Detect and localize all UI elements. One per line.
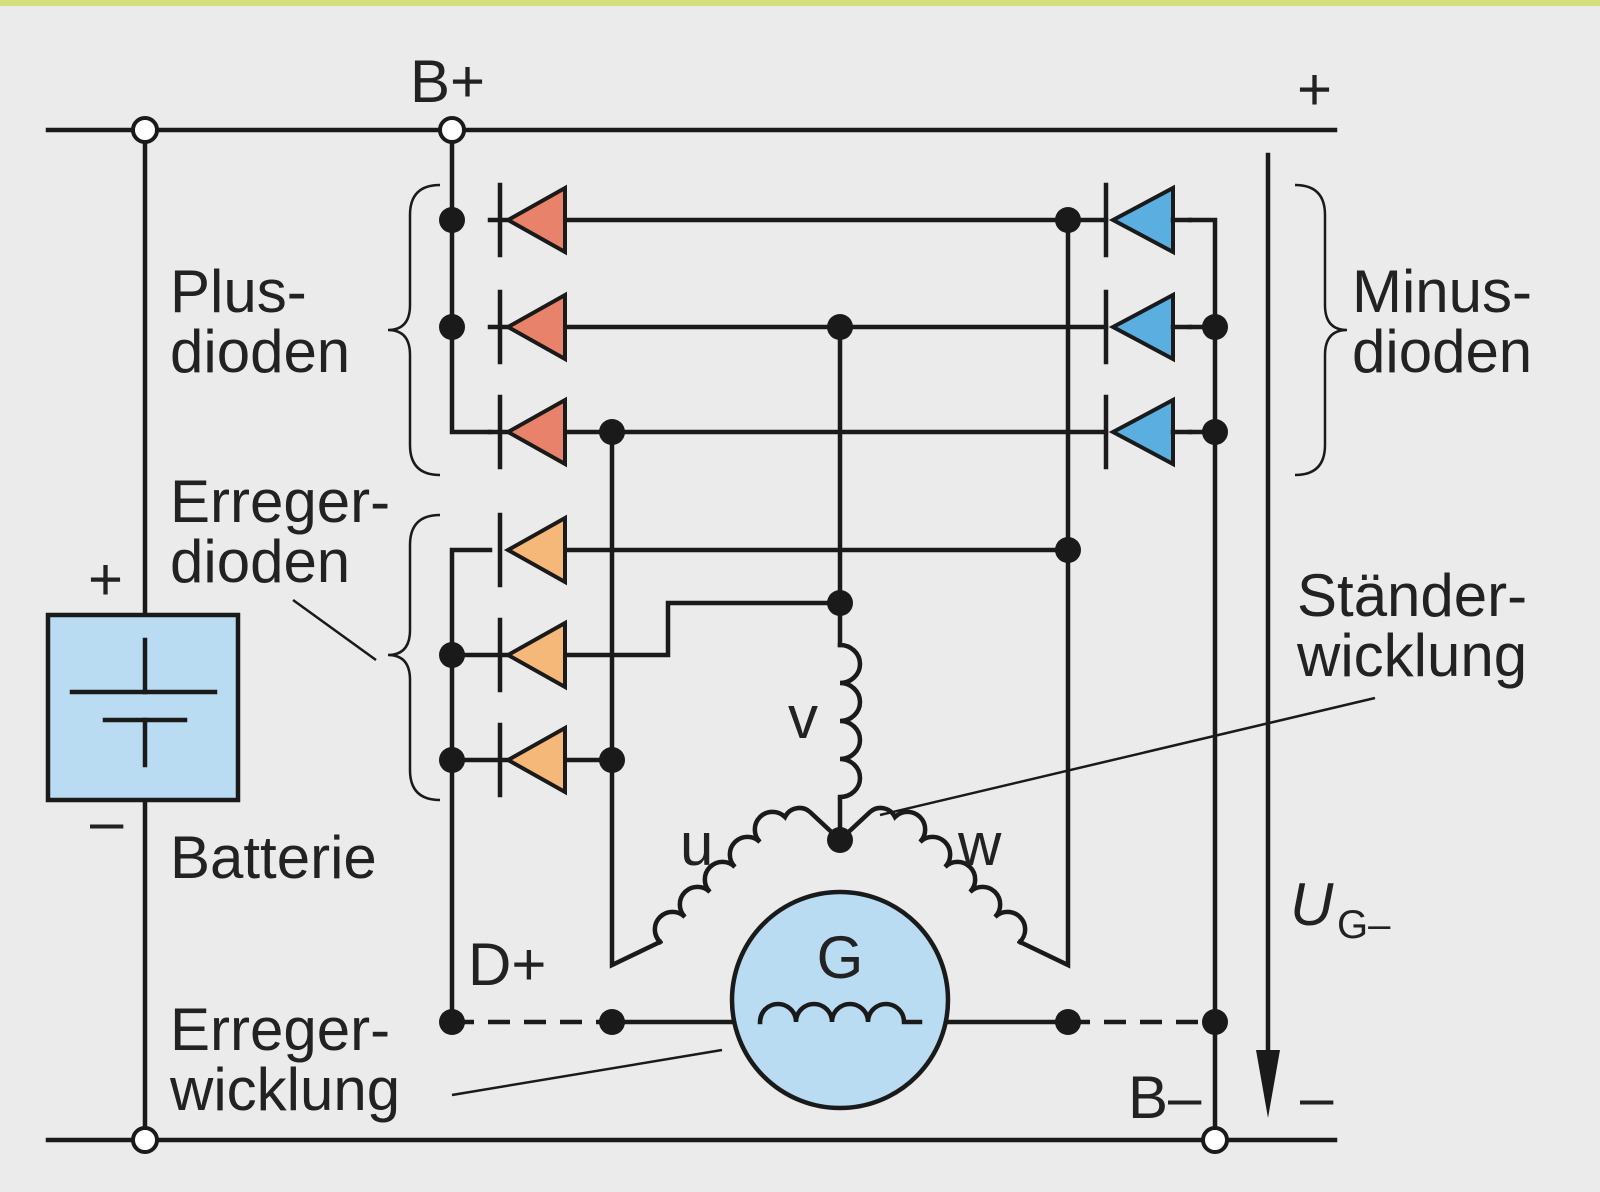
erreger-diode-3 [497,722,567,798]
d-plus-bus [449,547,493,1025]
erreger-wicklung-label-2: wicklung [169,1056,400,1123]
erreger-wicklung-label-1: Erreger- [170,996,390,1063]
minus-dioden-label-2: dioden [1352,318,1532,385]
u-label: u [680,811,713,878]
erreger-diode-2 [497,617,567,693]
plus-diode-2 [497,289,567,365]
batterie-label: Batterie [170,824,377,891]
terminal-b-plus [438,116,466,144]
erreger-row2-wire [449,600,843,658]
staender-leader [879,696,1376,817]
stator-windings [652,642,1028,946]
ug-label: U [1290,871,1334,938]
plus-diode-3 [497,394,567,470]
erreger-dioden-leader [292,598,377,662]
winding-v [837,642,863,800]
minus-diodes [1103,182,1193,470]
minus-dioden-label-1: Minus- [1352,258,1532,325]
labels: B+ + Plus- dioden Minus- dioden Erreger-… [88,48,1532,1131]
phase-w-wire [1016,217,1071,969]
b-plus-label: B+ [410,48,485,115]
brackets [292,183,1376,1097]
phase-u-wire [609,429,664,969]
plus-bus [449,127,493,435]
minus-diode-3 [1103,394,1175,470]
plus-diode-1 [497,182,567,258]
plus-dioden-label-1: Plus- [170,258,307,325]
plus-diodes [497,182,567,470]
staender-label-2: wicklung [1296,622,1527,689]
minus-bus [1187,217,1218,1143]
battery [45,612,241,803]
v-label: v [788,684,818,751]
frame-top-accent [0,0,1600,6]
winding-w [836,805,1028,946]
erreger-diodes [497,512,567,798]
voltage-arrow [1256,152,1280,1118]
terminal-battery-plus [131,116,159,144]
battery-plus-label: + [88,546,123,613]
generator-label: G [817,924,864,991]
plus-dioden-label-2: dioden [170,318,350,385]
erreger-dioden-label-2: dioden [170,528,350,595]
w-label: w [957,811,1002,878]
generator: G [729,889,951,1111]
terminal-battery-minus [131,1126,159,1154]
minus-diode-1 [1103,182,1175,258]
terminals [131,116,1229,1154]
minus-diode-2 [1103,289,1175,365]
terminal-b-minus [1201,1126,1229,1154]
minus-dioden-bracket [1294,183,1348,477]
b-minus-label: B– [1128,1064,1202,1131]
erreger-dioden-bracket [387,513,441,802]
battery-minus-label: – [90,788,124,855]
wires [45,127,1338,1143]
erreger-wicklung-leader [451,1048,723,1097]
plus-dioden-bracket [387,183,441,477]
field-winding [757,1001,923,1025]
erreger-dioden-label-1: Erreger- [170,468,390,535]
bottom-minus-label: – [1300,1064,1334,1131]
top-plus-label: + [1297,56,1332,123]
ug-subscript: G– [1337,903,1391,947]
winding-u [652,805,844,946]
staender-label-1: Ständer- [1297,562,1527,629]
junction-dots [439,207,1228,1035]
erreger-diode-1 [497,512,567,588]
d-plus-label: D+ [468,931,546,998]
